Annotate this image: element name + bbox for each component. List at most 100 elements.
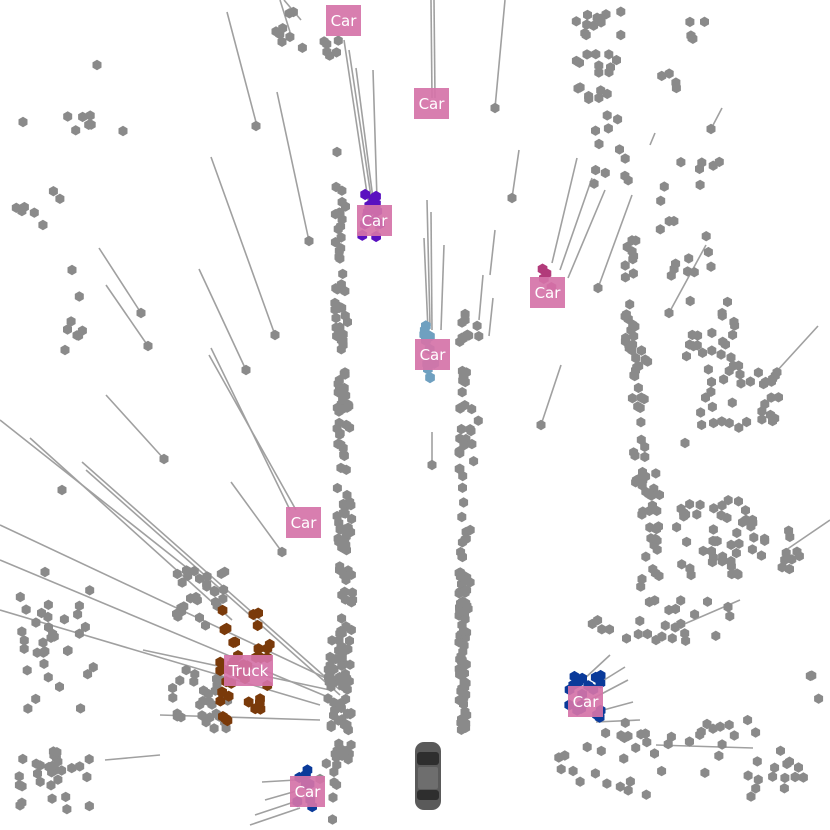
lidar-point: [22, 665, 32, 676]
lidar-point: [175, 675, 185, 686]
object-label-car-1[interactable]: Car: [326, 5, 361, 36]
lidar-point: [640, 451, 650, 463]
lidar-point: [746, 791, 756, 802]
lidar-point: [731, 547, 741, 559]
object-label-car-2[interactable]: Car: [414, 88, 449, 119]
lidar-point: [703, 364, 713, 375]
lidar-point: [709, 503, 719, 514]
lidar-point: [597, 624, 607, 635]
lidar-point: [336, 748, 346, 759]
object-label-car-5[interactable]: Car: [415, 339, 450, 370]
motion-trail: [0, 419, 197, 576]
lidar-point: [602, 778, 612, 789]
lidar-point: [331, 312, 341, 324]
lidar-point: [637, 509, 647, 520]
lidar-point: [460, 400, 470, 411]
object-label-car-7[interactable]: Car: [568, 686, 603, 717]
lidar-point: [38, 637, 48, 648]
lidar-point: [334, 207, 344, 218]
lidar-point: [325, 677, 335, 688]
lidar-point: [575, 82, 585, 93]
lidar-point: [690, 609, 700, 620]
lidar-point: [651, 468, 661, 479]
motion-trail: [104, 754, 161, 761]
lidar-point: [634, 360, 644, 372]
lidar-point: [192, 595, 202, 606]
lidar-point: [621, 332, 631, 344]
lidar-point: [202, 571, 212, 582]
lidar-point: [143, 340, 153, 352]
lidar-point: [583, 9, 592, 21]
lidar-point: [616, 6, 626, 17]
lidar-point: [684, 736, 694, 747]
lidar-point: [332, 482, 342, 494]
object-label-car-6[interactable]: Car: [286, 507, 321, 538]
lidar-point: [55, 193, 65, 204]
lidar-point: [211, 596, 220, 608]
lidar-point: [747, 544, 757, 555]
lidar-point: [719, 374, 729, 385]
lidar-point: [459, 676, 469, 687]
lidar-point: [331, 322, 341, 333]
motion-trail: [29, 437, 233, 621]
lidar-point: [734, 422, 744, 433]
lidar-point: [636, 392, 646, 403]
lidar-point: [456, 423, 466, 435]
object-label-car-8[interactable]: Car: [290, 776, 325, 807]
lidar-point: [459, 374, 469, 385]
object-label-car-4[interactable]: Car: [530, 277, 565, 308]
lidar-point: [637, 573, 647, 585]
lidar-point: [641, 471, 651, 482]
lidar-point: [337, 613, 347, 624]
lidar-point: [745, 376, 755, 387]
lidar-point: [633, 629, 643, 640]
lidar-point: [669, 263, 679, 275]
lidar-point: [466, 425, 476, 437]
lidar-point: [335, 671, 345, 683]
lidar-point: [692, 509, 702, 520]
lidar-point: [202, 578, 212, 590]
lidar-point: [730, 320, 740, 331]
lidar-point: [717, 416, 727, 427]
lidar-point: [186, 593, 195, 604]
object-point: [217, 604, 228, 616]
lidar-point: [168, 692, 178, 703]
lidar-point: [630, 370, 640, 382]
motion-trail: [249, 807, 301, 826]
lidar-point: [341, 464, 351, 475]
lidar-point: [685, 16, 695, 28]
lidar-point: [760, 535, 770, 546]
lidar-point: [707, 546, 716, 557]
lidar-point: [630, 450, 640, 461]
motion-trail: [785, 519, 830, 551]
lidar-point: [711, 630, 721, 641]
lidar-point: [703, 596, 712, 607]
object-label-truck-1[interactable]: Truck: [224, 655, 273, 686]
lidar-point: [741, 514, 751, 525]
lidar-point: [325, 651, 335, 663]
lidar-point: [631, 352, 641, 364]
lidar-point: [707, 376, 716, 388]
object-point: [419, 324, 430, 336]
lidar-point: [66, 316, 76, 327]
lidar-point: [641, 551, 651, 562]
lidar-point: [732, 527, 742, 539]
motion-trail: [489, 229, 496, 276]
lidar-point: [322, 38, 332, 50]
lidar-point: [582, 19, 592, 30]
lidar-point: [596, 745, 606, 757]
lidar-point: [38, 219, 48, 231]
lidar-point: [732, 568, 742, 579]
motion-trail: [423, 237, 429, 331]
ego-vehicle-icon: [415, 742, 441, 810]
lidar-point: [334, 251, 344, 263]
object-label-car-3[interactable]: Car: [357, 205, 392, 236]
lidar-point: [781, 547, 791, 559]
lidar-point: [17, 781, 27, 792]
object-point: [215, 695, 226, 707]
lidar-point: [346, 526, 356, 538]
lidar-point: [218, 593, 228, 604]
lidar-point: [697, 419, 707, 431]
lidar-point: [195, 573, 204, 584]
lidar-point: [625, 776, 635, 787]
